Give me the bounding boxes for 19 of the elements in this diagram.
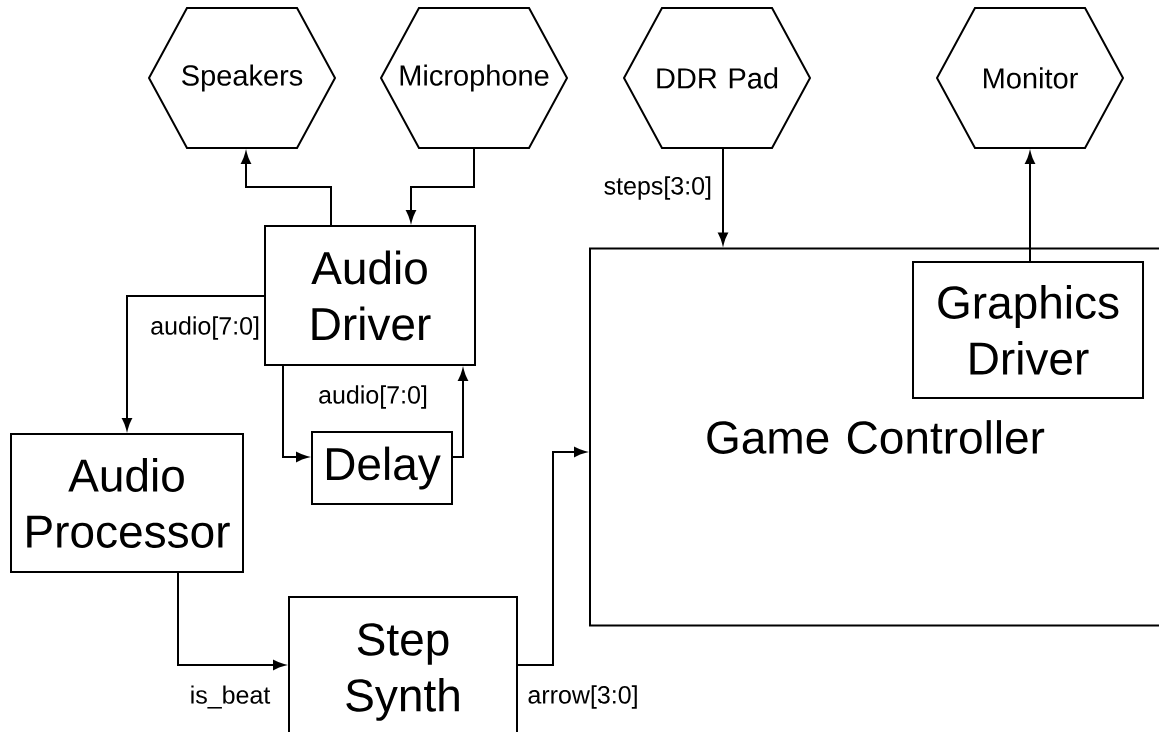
edge-label: audio[7:0]	[317, 384, 429, 410]
module-box: Step Synth	[288, 596, 518, 732]
module-box: Audio Processor	[10, 433, 244, 573]
arrow	[177, 572, 285, 670]
module-box: Graphics Driver	[912, 261, 1144, 399]
edge-label: arrow[3:0]	[526, 684, 640, 710]
arrow	[406, 148, 475, 222]
arrow	[122, 295, 265, 430]
arrow	[718, 148, 728, 245]
module-box: Audio Driver	[264, 225, 476, 366]
arrow	[1025, 152, 1035, 262]
edge-label: steps[3:0]	[602, 175, 713, 201]
edge-label: audio[7:0]	[149, 315, 261, 341]
arrow	[517, 447, 586, 666]
module-box: Delay	[311, 431, 453, 505]
arrow	[282, 365, 308, 462]
edge-label: is_beat	[188, 684, 272, 710]
arrow	[241, 152, 332, 226]
arrow	[452, 369, 468, 458]
